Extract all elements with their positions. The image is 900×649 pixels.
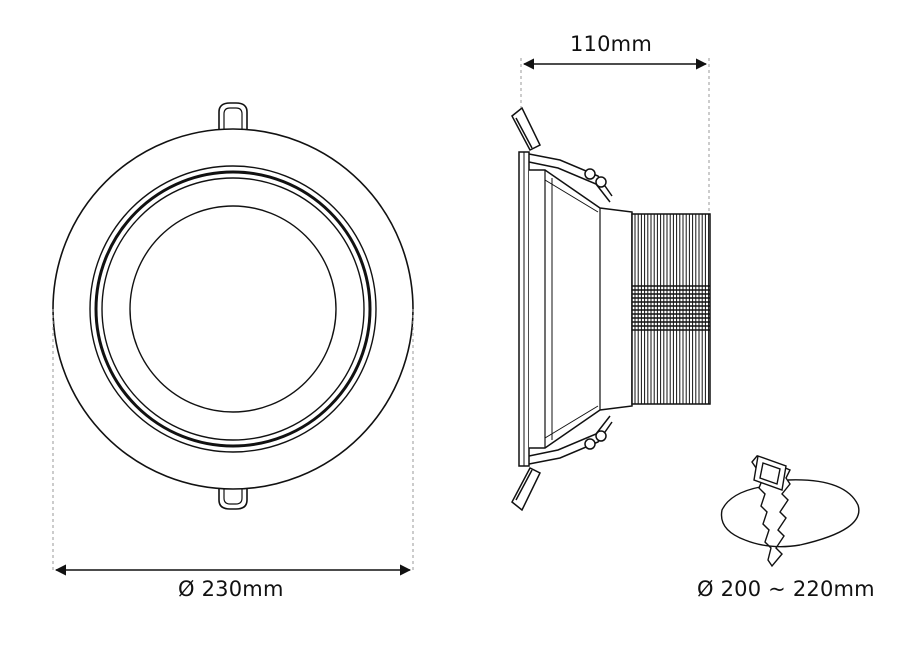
depth-label: 110mm xyxy=(570,32,652,56)
reflector-outer-ring xyxy=(89,165,377,453)
reflector-inner-ring xyxy=(101,177,365,441)
depth-guides xyxy=(520,58,710,214)
side-heatsink xyxy=(631,213,711,405)
front-view xyxy=(52,102,414,510)
top-mounting-clip xyxy=(218,102,248,132)
diameter-guides xyxy=(52,309,414,572)
bottom-mounting-clip xyxy=(218,486,248,510)
outer-diameter-label: Ø 230mm xyxy=(178,577,284,601)
heatsink-fins xyxy=(632,214,710,404)
cutout-diameter-label: Ø 200 ~ 220mm xyxy=(697,577,875,601)
diffuser-lens xyxy=(129,205,337,413)
cutout-saw-icon xyxy=(720,455,860,568)
outer-flange-ring xyxy=(52,128,414,490)
reflector-thick-ring xyxy=(94,170,372,448)
